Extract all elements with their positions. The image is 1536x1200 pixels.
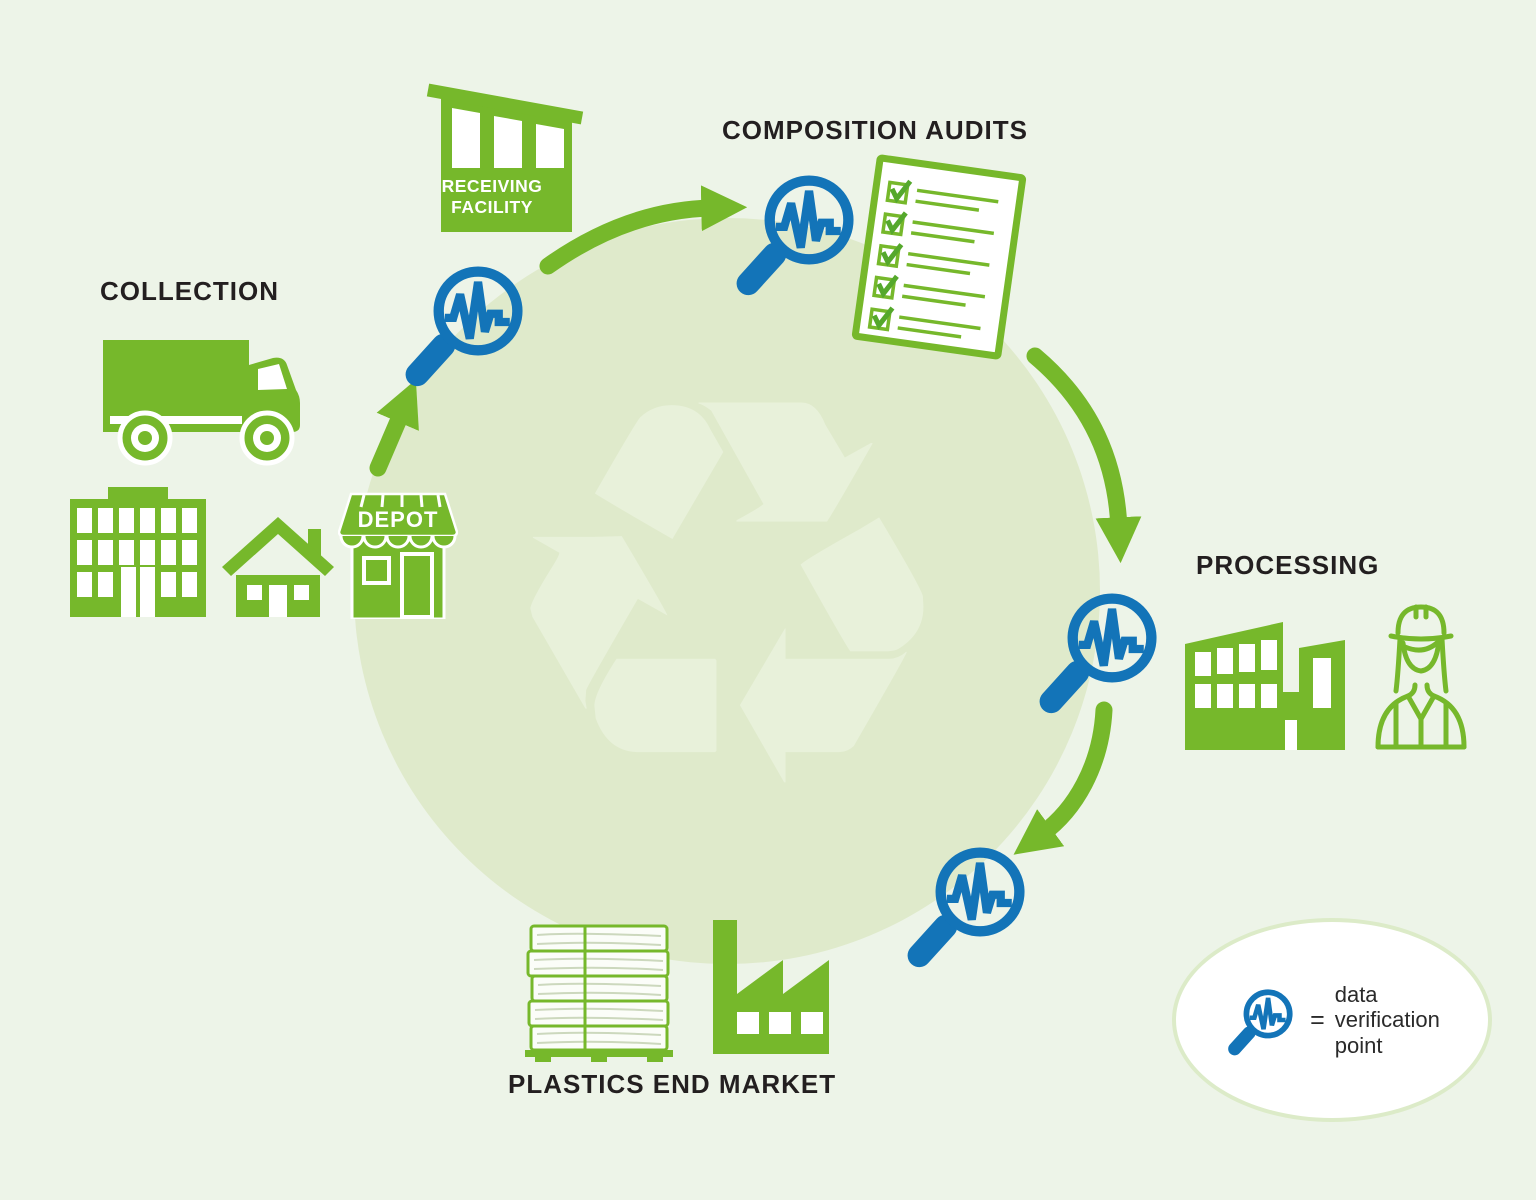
- composition-audit-checklist-icon: [851, 154, 1027, 360]
- receiving-facility-label: RECEIVING FACILITY: [424, 176, 560, 219]
- composition-audits-label: COMPOSITION AUDITS: [722, 115, 1028, 145]
- end-market-factory-icon: [713, 920, 829, 1054]
- collection-label: COLLECTION: [100, 276, 279, 306]
- legend-label-line2: verification: [1334, 1007, 1440, 1033]
- data-verification-magnifier-icon: [1032, 580, 1170, 718]
- legend-label-line1: data: [1334, 982, 1378, 1008]
- arrow-receiving-to-audits: [539, 185, 748, 275]
- depot-store-icon: [338, 492, 458, 619]
- recycling-symbol-watermark-icon: ♻: [484, 282, 970, 911]
- data-verification-magnifier-icon: [900, 834, 1038, 972]
- legend-label-line3: point: [1334, 1032, 1383, 1058]
- receiving-facility-label-line2: FACILITY: [451, 197, 533, 218]
- arrow-audits-to-processing: [1026, 347, 1142, 564]
- legend-equals: =: [1310, 1005, 1325, 1034]
- data-verification-magnifier-icon: [398, 253, 536, 391]
- collection-truck-icon: [103, 340, 300, 466]
- receiving-facility-building-icon: [426, 83, 584, 232]
- plastic-bale-icon: [525, 924, 673, 1062]
- office-building-icon: [70, 487, 206, 617]
- house-icon: [222, 517, 334, 617]
- depot-label: DEPOT: [357, 507, 439, 532]
- legend: = data verification point: [1172, 918, 1492, 1122]
- arrow-collection-to-verification: [369, 379, 419, 477]
- processing-plant-icon: [1185, 622, 1345, 750]
- data-verification-magnifier-icon: [1224, 982, 1300, 1058]
- worker-icon: [1375, 604, 1467, 750]
- legend-label: data verification point: [1335, 982, 1440, 1058]
- arrow-processing-to-endmarket: [1013, 701, 1113, 855]
- processing-label: PROCESSING: [1196, 550, 1380, 580]
- plastics-end-market-label: PLASTICS END MARKET: [508, 1069, 837, 1099]
- data-verification-magnifier-icon: [729, 162, 867, 300]
- receiving-facility-label-line1: RECEIVING: [441, 176, 543, 196]
